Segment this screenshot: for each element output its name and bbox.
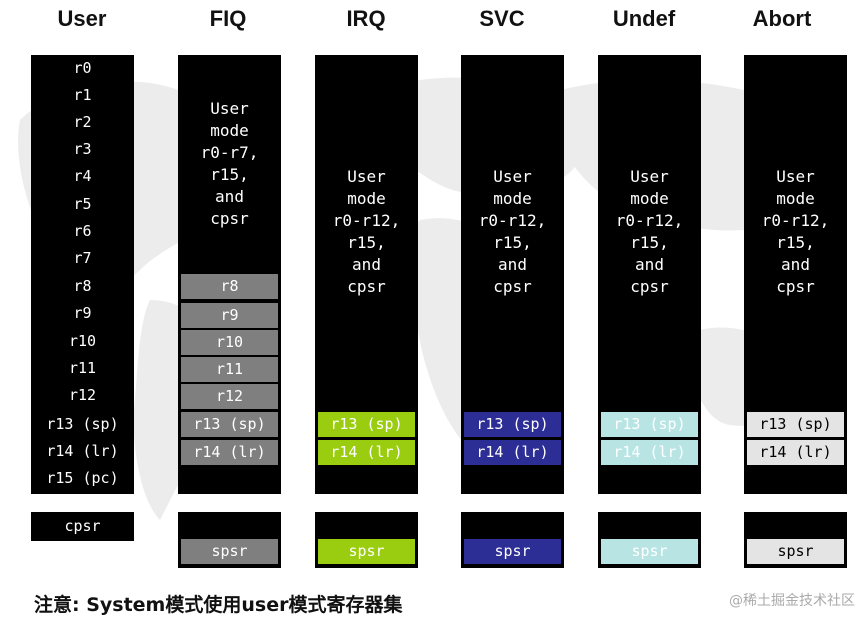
irq-spsr: spsr: [318, 539, 415, 564]
irq-spsr-slot: spsr: [315, 512, 418, 568]
irq-banked-lr: r14 (lr): [318, 440, 415, 465]
fiq-spsr-slot: spsr: [178, 512, 281, 568]
svc-shared-registers-text: User mode r0-r12, r15, and cpsr: [478, 167, 547, 296]
user-register-column: r0 r1 r2 r3 r4 r5 r6 r7 r8 r9 r10 r11 r1…: [31, 55, 134, 494]
user-register: r3: [73, 140, 92, 158]
svc-spsr: spsr: [464, 539, 561, 564]
fiq-banked-r8: r8: [181, 274, 278, 299]
user-register: r2: [73, 113, 92, 131]
fiq-shared-registers-text: User mode r0-r7, r15, and cpsr: [200, 99, 259, 228]
user-register: r6: [73, 222, 92, 240]
irq-register-column: User mode r0-r12, r15, and cpsr r13 (sp)…: [315, 55, 418, 494]
abort-spsr: spsr: [747, 539, 844, 564]
user-register: r12: [68, 386, 97, 404]
user-register: r0: [73, 59, 92, 77]
user-register: r7: [73, 249, 92, 267]
user-register-lr: r14 (lr): [46, 442, 119, 460]
undef-register-column: User mode r0-r12, r15, and cpsr r13 (sp)…: [598, 55, 701, 494]
undef-banked-sp: r13 (sp): [601, 412, 698, 437]
fiq-spsr: spsr: [181, 539, 278, 564]
irq-shared-registers-text: User mode r0-r12, r15, and cpsr: [332, 167, 401, 296]
mode-title-svc: SVC: [479, 6, 525, 31]
fiq-banked-r10: r10: [181, 330, 278, 355]
fiq-banked-r12: r12: [181, 384, 278, 409]
fiq-banked-r11: r11: [181, 357, 278, 382]
svc-register-column: User mode r0-r12, r15, and cpsr r13 (sp)…: [461, 55, 564, 494]
user-cpsr-box: cpsr: [31, 512, 134, 541]
undef-spsr-slot: spsr: [598, 512, 701, 568]
undef-shared-registers-text: User mode r0-r12, r15, and cpsr: [615, 167, 684, 296]
fiq-banked-lr: r14 (lr): [181, 440, 278, 465]
user-register: r4: [73, 167, 92, 185]
mode-title-fiq: FIQ: [209, 6, 247, 31]
svc-banked-sp: r13 (sp): [464, 412, 561, 437]
abort-banked-lr: r14 (lr): [747, 440, 844, 465]
cpsr-label: cpsr: [64, 517, 101, 535]
undef-banked-lr: r14 (lr): [601, 440, 698, 465]
user-register: r5: [73, 195, 92, 213]
abort-shared-registers-text: User mode r0-r12, r15, and cpsr: [761, 167, 830, 296]
abort-banked-sp: r13 (sp): [747, 412, 844, 437]
watermark: @稀土掘金技术社区: [729, 593, 855, 609]
irq-banked-sp: r13 (sp): [318, 412, 415, 437]
fiq-banked-sp: r13 (sp): [181, 412, 278, 437]
mode-title-abort: Abort: [752, 6, 812, 31]
abort-spsr-slot: spsr: [744, 512, 847, 568]
mode-title-irq: IRQ: [346, 6, 386, 31]
svc-spsr-slot: spsr: [461, 512, 564, 568]
fiq-banked-r9: r9: [181, 303, 278, 328]
user-register-sp: r13 (sp): [46, 415, 119, 433]
fiq-register-column: User mode r0-r7, r15, and cpsr r8 r9 r10…: [178, 55, 281, 494]
system-mode-note: 注意: System模式使用user模式寄存器集: [34, 594, 403, 616]
undef-spsr: spsr: [601, 539, 698, 564]
user-register: r10: [68, 332, 97, 350]
mode-title-undef: Undef: [612, 6, 676, 31]
user-register: r9: [73, 304, 92, 322]
user-register-pc: r15 (pc): [46, 469, 119, 487]
user-register: r8: [73, 277, 92, 295]
abort-register-column: User mode r0-r12, r15, and cpsr r13 (sp)…: [744, 55, 847, 494]
user-register: r11: [68, 359, 97, 377]
mode-title-user: User: [57, 6, 107, 31]
svc-banked-lr: r14 (lr): [464, 440, 561, 465]
user-register: r1: [73, 86, 92, 104]
